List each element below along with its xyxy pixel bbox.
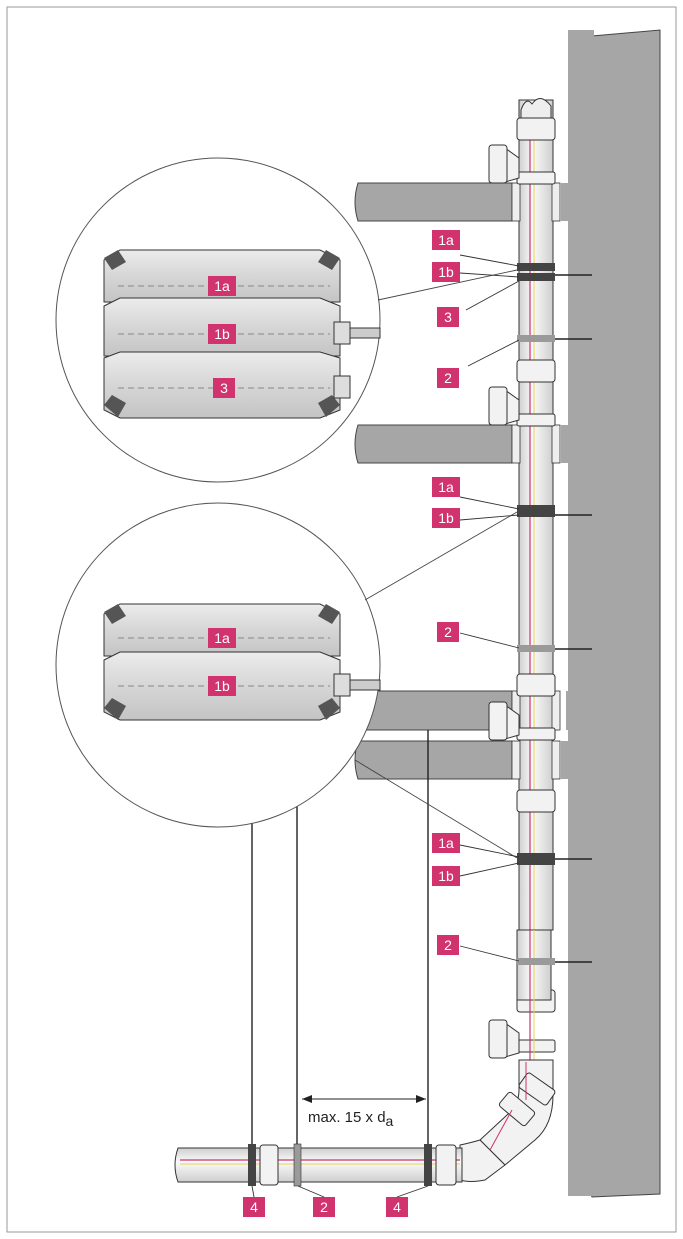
tag-1b-top: 1b <box>432 262 460 282</box>
svg-text:1a: 1a <box>214 630 230 646</box>
circle-tag-3: 3 <box>213 378 235 398</box>
wall <box>568 29 661 1198</box>
detail-circle-middle <box>55 502 518 859</box>
tag-3: 3 <box>437 307 459 327</box>
tag-1a-mid: 1a <box>432 477 460 497</box>
tag-4-right: 4 <box>386 1197 408 1217</box>
tag-1b-low: 1b <box>432 866 460 886</box>
svg-text:3: 3 <box>220 380 228 396</box>
leader-lines <box>459 254 520 962</box>
vertical-clamps <box>517 263 592 965</box>
tag-2-bottom: 2 <box>313 1197 335 1217</box>
pipe-elbow <box>459 1059 556 1182</box>
tag-2-mid: 2 <box>437 622 459 642</box>
frame <box>6 6 677 1233</box>
svg-text:1b: 1b <box>214 326 230 342</box>
svg-text:2: 2 <box>444 937 452 953</box>
dimension-arrow: max. 15 x da <box>302 1095 426 1129</box>
svg-text:1a: 1a <box>438 479 454 495</box>
svg-text:1a: 1a <box>438 835 454 851</box>
detail-circle-top <box>55 157 518 483</box>
circle-tag-1a-top: 1a <box>208 276 236 296</box>
circle-tag-1a-mid: 1a <box>208 628 236 648</box>
tag-4-left: 4 <box>243 1197 265 1217</box>
svg-text:1a: 1a <box>438 232 454 248</box>
svg-text:1b: 1b <box>438 510 454 526</box>
tag-1a-low: 1a <box>432 833 460 853</box>
svg-text:2: 2 <box>444 624 452 640</box>
horizontal-pipe <box>174 730 463 1187</box>
svg-text:4: 4 <box>250 1199 258 1215</box>
tags: 1a 1b 3 2 1a 1b 2 1a 1b 2 4 2 4 1a 1b 3 … <box>208 230 460 1217</box>
svg-text:2: 2 <box>320 1199 328 1215</box>
circle-tag-1b-mid: 1b <box>208 676 236 696</box>
tag-1b-mid: 1b <box>432 508 460 528</box>
circle-tag-1b-top: 1b <box>208 324 236 344</box>
svg-text:1b: 1b <box>438 264 454 280</box>
tag-2-top: 2 <box>437 368 459 388</box>
svg-text:4: 4 <box>393 1199 401 1215</box>
svg-text:3: 3 <box>444 309 452 325</box>
dimension-label: max. 15 x da <box>308 1109 394 1129</box>
vertical-pipe <box>488 98 561 1060</box>
svg-text:1b: 1b <box>214 678 230 694</box>
svg-text:1a: 1a <box>214 278 230 294</box>
svg-text:1b: 1b <box>438 868 454 884</box>
tag-1a-top: 1a <box>432 230 460 250</box>
svg-text:2: 2 <box>444 370 452 386</box>
tag-2-low: 2 <box>437 935 459 955</box>
